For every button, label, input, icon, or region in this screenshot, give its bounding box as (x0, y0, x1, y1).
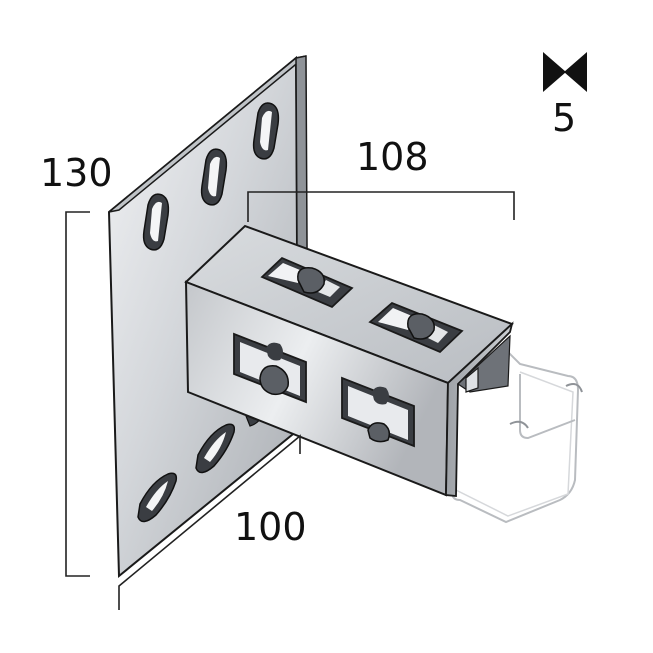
front-slots (233, 332, 415, 448)
dimension-height: 130 (40, 151, 113, 577)
thickness-indicator: 5 (543, 52, 587, 140)
width-label: 100 (234, 505, 307, 549)
slot (142, 193, 170, 251)
plate-slots (137, 102, 280, 523)
weld-symbol-icon (543, 52, 587, 92)
dimension-width: 100 (118, 434, 307, 610)
slot (195, 423, 236, 474)
dimension-depth: 108 (247, 135, 515, 222)
thickness-label: 5 (552, 96, 576, 140)
slot (200, 148, 228, 206)
top-slots (260, 256, 464, 354)
depth-label: 108 (356, 135, 429, 179)
slot (341, 376, 415, 448)
slot (260, 256, 354, 309)
slot (368, 301, 464, 354)
height-label: 130 (40, 151, 113, 195)
slot (137, 472, 178, 523)
slot (252, 102, 280, 160)
slot (233, 332, 307, 404)
